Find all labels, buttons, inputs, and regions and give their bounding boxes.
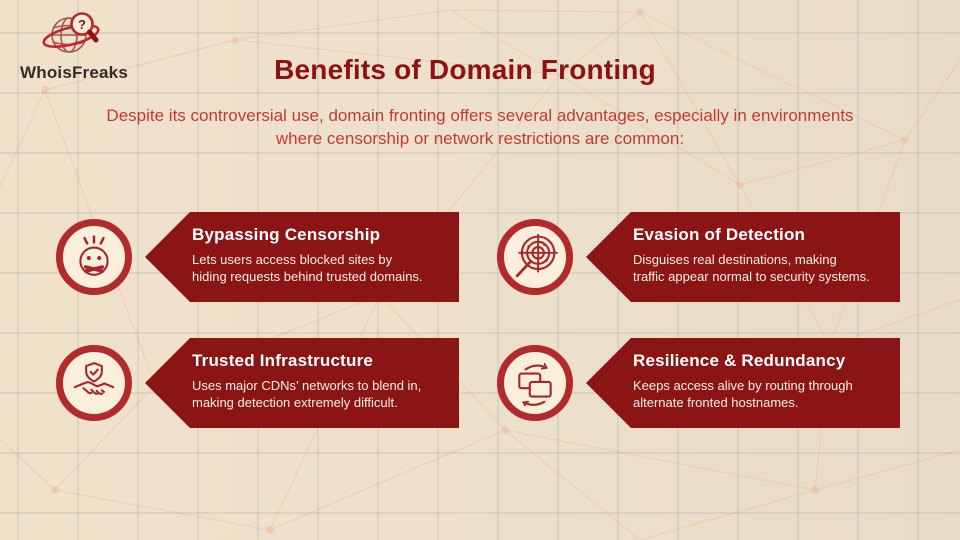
whoisfreaks-globe-magnifier-icon: ? <box>42 12 100 53</box>
benefit-description: Disguises real destinations, making traf… <box>633 252 870 284</box>
benefit-banner: Trusted Infrastructure Uses major CDNs’ … <box>145 338 459 428</box>
benefit-title: Evasion of Detection <box>633 225 806 244</box>
benefit-card-resilience-redundancy: Resilience & Redundancy Keeps access ali… <box>497 338 905 428</box>
page-title: Benefits of Domain Fronting <box>274 54 656 85</box>
brand-logo: ? WhoisFreaks <box>14 10 134 83</box>
benefit-description: Keeps access alive by routing through al… <box>633 378 853 410</box>
benefit-card-trusted-infrastructure: Trusted Infrastructure Uses major CDNs’ … <box>56 338 464 428</box>
benefit-card-bypassing-censorship: Bypassing Censorship Lets users access b… <box>56 212 464 302</box>
svg-text:?: ? <box>78 17 86 32</box>
benefit-banner: Resilience & Redundancy Keeps access ali… <box>586 338 900 428</box>
benefit-title: Bypassing Censorship <box>192 225 381 244</box>
benefit-title: Resilience & Redundancy <box>633 351 846 370</box>
sync-screens-icon <box>497 345 573 421</box>
brand-name: WhoisFreaks <box>19 63 128 82</box>
page-subtitle: Despite its controversial use, domain fr… <box>106 106 854 149</box>
benefit-banner: Bypassing Censorship Lets users access b… <box>145 212 459 302</box>
handshake-shield-icon <box>56 345 132 421</box>
benefit-title: Trusted Infrastructure <box>192 351 374 370</box>
benefit-banner: Evasion of Detection Disguises real dest… <box>586 212 900 302</box>
benefit-description: Lets users access blocked sites by hidin… <box>192 252 423 284</box>
radar-target-icon <box>497 219 573 295</box>
benefit-description: Uses major CDNs’ networks to blend in, m… <box>192 378 422 410</box>
benefit-card-evasion-of-detection: Evasion of Detection Disguises real dest… <box>497 212 905 302</box>
muted-face-icon <box>56 219 132 295</box>
